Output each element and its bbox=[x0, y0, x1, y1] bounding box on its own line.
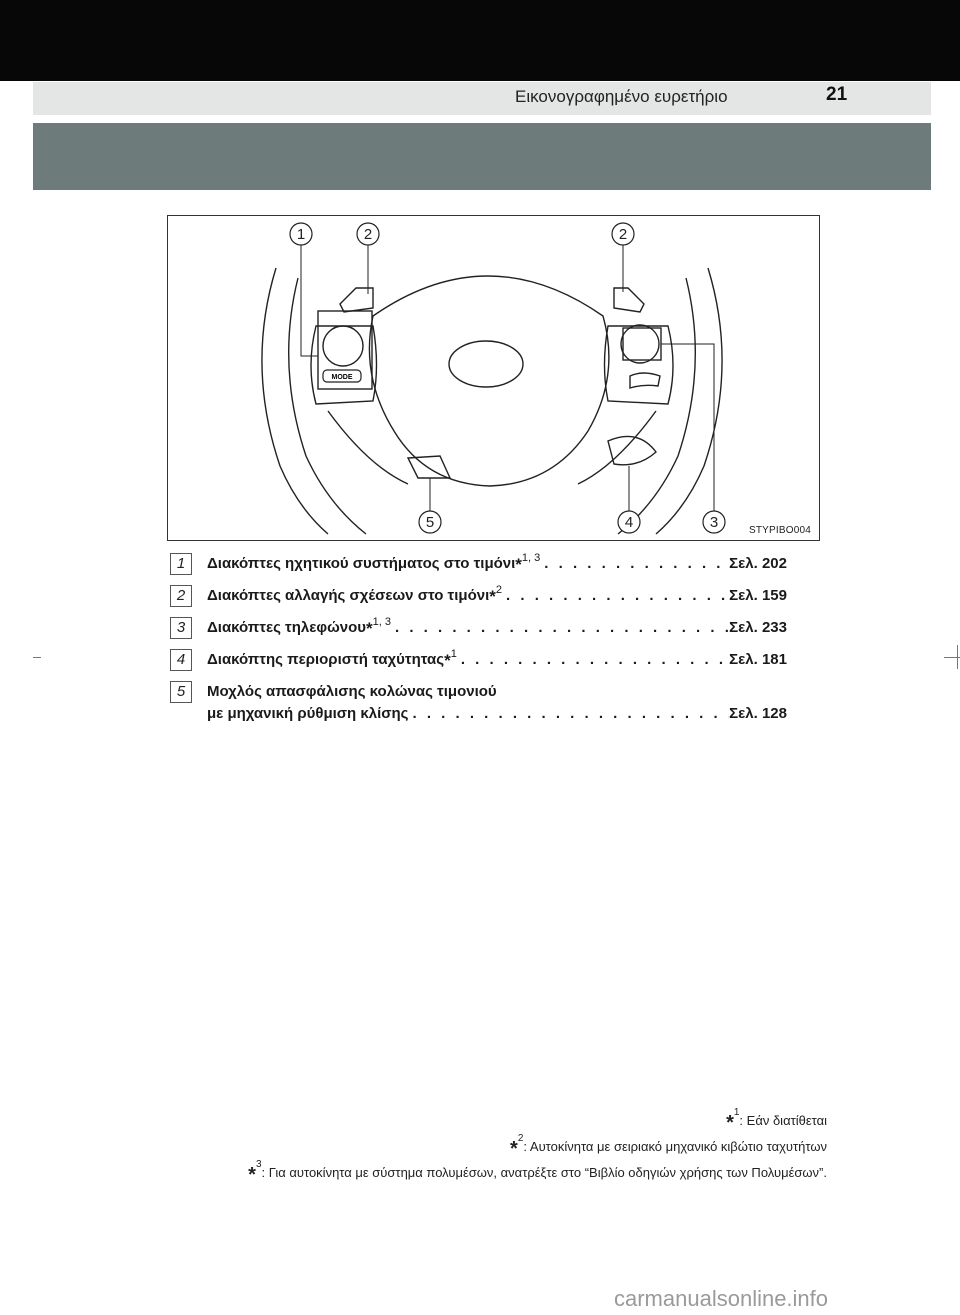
footnote: *2: Αυτοκίνητα με σειριακό μηχανικό κιβώ… bbox=[248, 1133, 827, 1160]
footnote-text: : Για αυτοκίνητα με σύστημα πολυμέσων, α… bbox=[261, 1165, 827, 1180]
wheel-rim-right-outer bbox=[655, 267, 723, 535]
item-asterisk: * bbox=[366, 619, 373, 638]
dot-leader bbox=[540, 555, 729, 575]
tilt-lever bbox=[406, 455, 452, 479]
footnote-asterisk: * bbox=[726, 1112, 734, 1134]
item-page-ref: Σελ. 233 bbox=[729, 619, 787, 636]
footnote: *1: Εάν διατίθεται bbox=[248, 1107, 827, 1134]
legend-item: 3 Διακόπτες τηλεφώνου*1, 3 Σελ. 233 bbox=[170, 616, 790, 649]
footnote-text: : Αυτοκίνητα με σειριακό μηχανικό κιβώτι… bbox=[523, 1139, 827, 1154]
footnote-text: : Εάν διατίθεται bbox=[739, 1113, 827, 1128]
wheel-rim-right-inner bbox=[617, 277, 697, 535]
item-footnote-ref: 1 bbox=[450, 648, 457, 660]
item-page-ref: Σελ. 202 bbox=[729, 555, 787, 572]
callout-5-circle bbox=[418, 510, 442, 534]
right-spoke bbox=[603, 325, 674, 405]
left-spoke bbox=[310, 325, 378, 405]
item-page-ref: Σελ. 159 bbox=[729, 587, 787, 604]
mode-button bbox=[322, 369, 362, 383]
paddle-plus bbox=[613, 287, 645, 313]
footnotes: *1: Εάν διατίθεται *2: Αυτοκίνητα με σει… bbox=[248, 1107, 827, 1186]
footnote-asterisk: * bbox=[510, 1138, 518, 1160]
item-number: 3 bbox=[170, 617, 192, 639]
wheel-hub bbox=[368, 275, 610, 487]
footnote-asterisk: * bbox=[248, 1164, 256, 1186]
item-text: με μηχανική ρύθμιση κλίσης bbox=[207, 705, 409, 722]
phone-switch-circle bbox=[620, 324, 660, 364]
item-asterisk: * bbox=[444, 651, 451, 670]
footnote-index: 3 bbox=[255, 1159, 262, 1170]
dot-leader bbox=[408, 705, 729, 722]
footnote: *3: Για αυτοκίνητα με σύστημα πολυμέσων,… bbox=[248, 1159, 827, 1186]
wheel-emblem bbox=[448, 340, 524, 388]
callout-2-left-label: 2 bbox=[364, 226, 372, 243]
legend-item: 2 Διακόπτες αλλαγής σχέσεων στο τιμόνι*2… bbox=[170, 584, 790, 617]
legend-item: 4 Διακόπτης περιοριστή ταχύτητας*1 Σελ. … bbox=[170, 648, 790, 681]
speed-limiter-stalk bbox=[607, 435, 657, 466]
leader-1 bbox=[300, 244, 318, 357]
crop-mark-right-h bbox=[944, 657, 960, 658]
mode-label: MODE bbox=[332, 374, 353, 381]
wheel-rim-left-inner bbox=[287, 277, 367, 535]
callout-1-label: 1 bbox=[297, 226, 305, 243]
callout-2-right-circle bbox=[611, 222, 635, 246]
item-number: 2 bbox=[170, 585, 192, 607]
item-text: Διακόπτης περιοριστή ταχύτητας bbox=[207, 651, 445, 668]
dot-leader bbox=[457, 651, 729, 671]
callout-1-circle bbox=[289, 222, 313, 246]
footnote-index: 2 bbox=[517, 1133, 524, 1144]
dot-leader bbox=[391, 619, 729, 639]
item-text-line1: Μοχλός απασφάλισης κολώνας τιμονιού bbox=[207, 683, 497, 700]
callout-2-right-label: 2 bbox=[619, 226, 627, 243]
callout-3-circle bbox=[702, 510, 726, 534]
item-asterisk: * bbox=[489, 587, 496, 606]
audio-switch-bracket bbox=[317, 310, 373, 390]
item-page-ref: Σελ. 181 bbox=[729, 651, 787, 668]
callout-3-label: 3 bbox=[710, 514, 718, 531]
wheel-rim-left-outer bbox=[261, 267, 329, 535]
lower-right-spoke bbox=[577, 410, 657, 485]
item-text: Διακόπτες αλλαγής σχέσεων στο τιμόνι bbox=[207, 587, 490, 604]
page-header-title: Εικονογραφημένο ευρετήριο bbox=[515, 87, 728, 106]
steering-wheel-figure: MODE 1 2 2 3 4 5 STYPIBO004 bbox=[167, 215, 820, 541]
watermark: carmanualsonline.info bbox=[614, 1286, 829, 1311]
figure-id: STYPIBO004 bbox=[748, 525, 811, 536]
dot-leader bbox=[502, 587, 729, 607]
crop-mark-left bbox=[33, 657, 41, 658]
callout-2-left-circle bbox=[356, 222, 380, 246]
lower-left-spoke bbox=[327, 410, 409, 485]
audio-switch-circle bbox=[322, 325, 364, 367]
item-footnote-ref: 1, 3 bbox=[521, 552, 541, 564]
footnote-index: 1 bbox=[733, 1107, 740, 1118]
header-strip bbox=[33, 82, 931, 115]
right-small-button bbox=[629, 372, 661, 389]
item-text: Διακόπτες ηχητικού συστήματος στο τιμόνι bbox=[207, 555, 516, 572]
legend-item: 5 Μοχλός απασφάλισης κολώνας τιμονιού με… bbox=[170, 681, 790, 735]
item-number: 5 bbox=[170, 681, 192, 703]
callout-5-label: 5 bbox=[426, 514, 434, 531]
item-number: 4 bbox=[170, 649, 192, 671]
legend-item: 1 Διακόπτες ηχητικού συστήματος στο τιμό… bbox=[170, 552, 790, 585]
callout-4-circle bbox=[617, 510, 641, 534]
item-footnote-ref: 2 bbox=[495, 584, 503, 596]
crop-mark-right-v bbox=[957, 645, 958, 669]
item-footnote-ref: 1, 3 bbox=[372, 616, 391, 628]
legend-list: 1 Διακόπτες ηχητικού συστήματος στο τιμό… bbox=[170, 552, 790, 735]
leader-3 bbox=[661, 343, 715, 512]
item-page-ref: Σελ. 128 bbox=[729, 705, 787, 722]
item-number: 1 bbox=[170, 553, 192, 575]
page-number: 21 bbox=[826, 84, 848, 105]
section-banner bbox=[33, 123, 931, 190]
item-asterisk: * bbox=[515, 555, 522, 574]
callout-4-label: 4 bbox=[625, 514, 633, 531]
top-black-bar bbox=[0, 0, 960, 81]
steering-wheel-illustration: MODE 1 2 2 3 4 5 bbox=[261, 222, 726, 535]
item-text: Διακόπτες τηλεφώνου bbox=[207, 619, 367, 636]
